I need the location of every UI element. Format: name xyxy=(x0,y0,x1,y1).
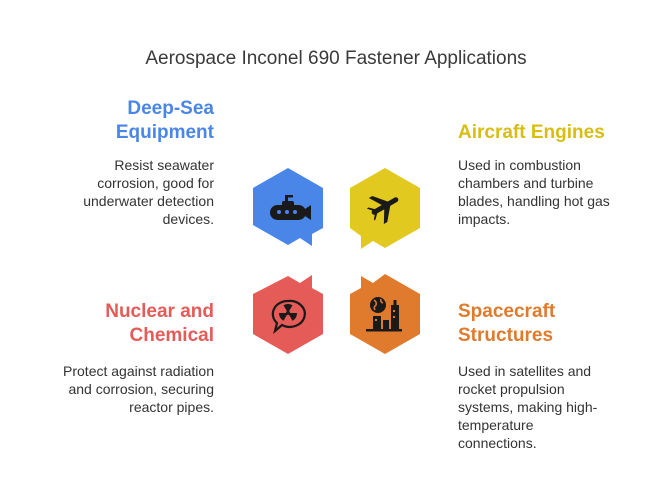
description-line: Protect against radiation xyxy=(63,363,214,379)
description-line: underwater detection xyxy=(83,193,214,209)
description-aircraft-engines: Used in combustion chambers and turbine … xyxy=(458,156,658,228)
description-line: temperature xyxy=(458,417,534,433)
heading-line: Equipment xyxy=(115,122,214,143)
heading-line: Deep-Sea xyxy=(127,98,214,119)
globe-city-icon xyxy=(366,297,402,332)
description-deep-sea: Resist seawater corrosion, good for unde… xyxy=(50,156,214,228)
heading-deep-sea: Deep-Sea Equipment xyxy=(60,97,214,145)
heading-line: Spacecraft xyxy=(458,301,556,322)
description-line: Resist seawater xyxy=(114,157,214,173)
description-line: blades, handling hot gas xyxy=(458,193,610,209)
description-line: impacts. xyxy=(458,211,511,227)
heading-line: Aircraft Engines xyxy=(458,122,605,143)
description-line: connections. xyxy=(458,435,537,451)
description-line: devices. xyxy=(162,211,214,227)
description-spacecraft-structures: Used in satellites and rocket propulsion… xyxy=(458,362,658,452)
radiation-icon xyxy=(271,299,306,335)
hexagon-badge-deep-sea xyxy=(253,168,323,246)
description-line: Used in satellites and xyxy=(458,363,592,379)
description-line: Used in combustion xyxy=(458,157,581,173)
hexagon-badge-spacecraft-structures xyxy=(350,274,420,354)
heading-spacecraft-structures: Spacecraft Structures xyxy=(458,300,658,348)
heading-line: Chemical xyxy=(129,325,214,346)
submarine-icon xyxy=(270,195,311,220)
description-line: and corrosion, securing xyxy=(68,381,214,397)
description-line: reactor pipes. xyxy=(129,399,214,415)
heading-line: Nuclear and xyxy=(105,301,214,322)
hexagon-badge-aircraft-engines xyxy=(350,168,420,249)
description-line: chambers and turbine xyxy=(458,175,594,191)
description-line: systems, making high- xyxy=(458,399,598,415)
description-nuclear-chemical: Protect against radiation and corrosion,… xyxy=(30,362,214,416)
hexagon-shape xyxy=(350,274,420,354)
heading-line: Structures xyxy=(458,325,554,346)
description-line: rocket propulsion xyxy=(458,381,565,397)
heading-nuclear-chemical: Nuclear and Chemical xyxy=(60,300,214,348)
airplane-icon xyxy=(366,196,399,224)
description-line: corrosion, good for xyxy=(97,175,214,191)
hexagon-badge-nuclear-chemical xyxy=(253,275,323,354)
heading-aircraft-engines: Aircraft Engines xyxy=(458,121,658,145)
page-title: Aerospace Inconel 690 Fastener Applicati… xyxy=(145,48,527,69)
